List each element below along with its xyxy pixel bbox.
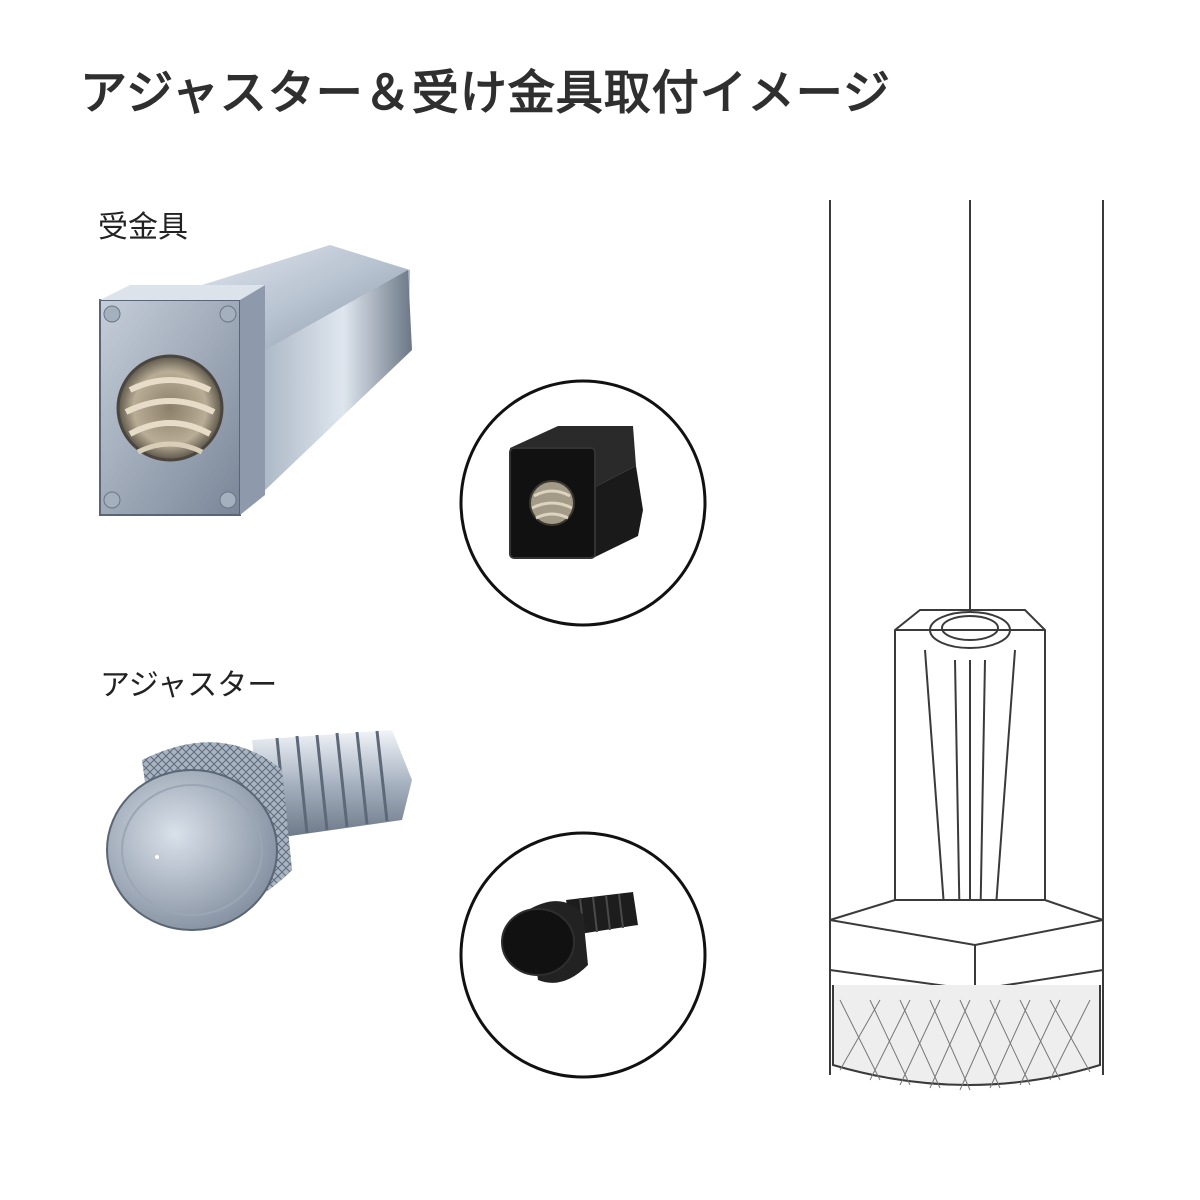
black-bracket-inset: [459, 379, 707, 627]
page-title: アジャスター＆受け金具取付イメージ: [80, 66, 891, 121]
black-adjuster-inset: [459, 831, 707, 1079]
leg-installation-diagram: [829, 200, 1104, 1091]
adjuster-label: アジャスター: [100, 668, 278, 703]
bracket-label: 受金具: [98, 210, 188, 245]
metal-adjuster-image: [106, 730, 412, 931]
metal-bracket-image: [99, 245, 412, 516]
